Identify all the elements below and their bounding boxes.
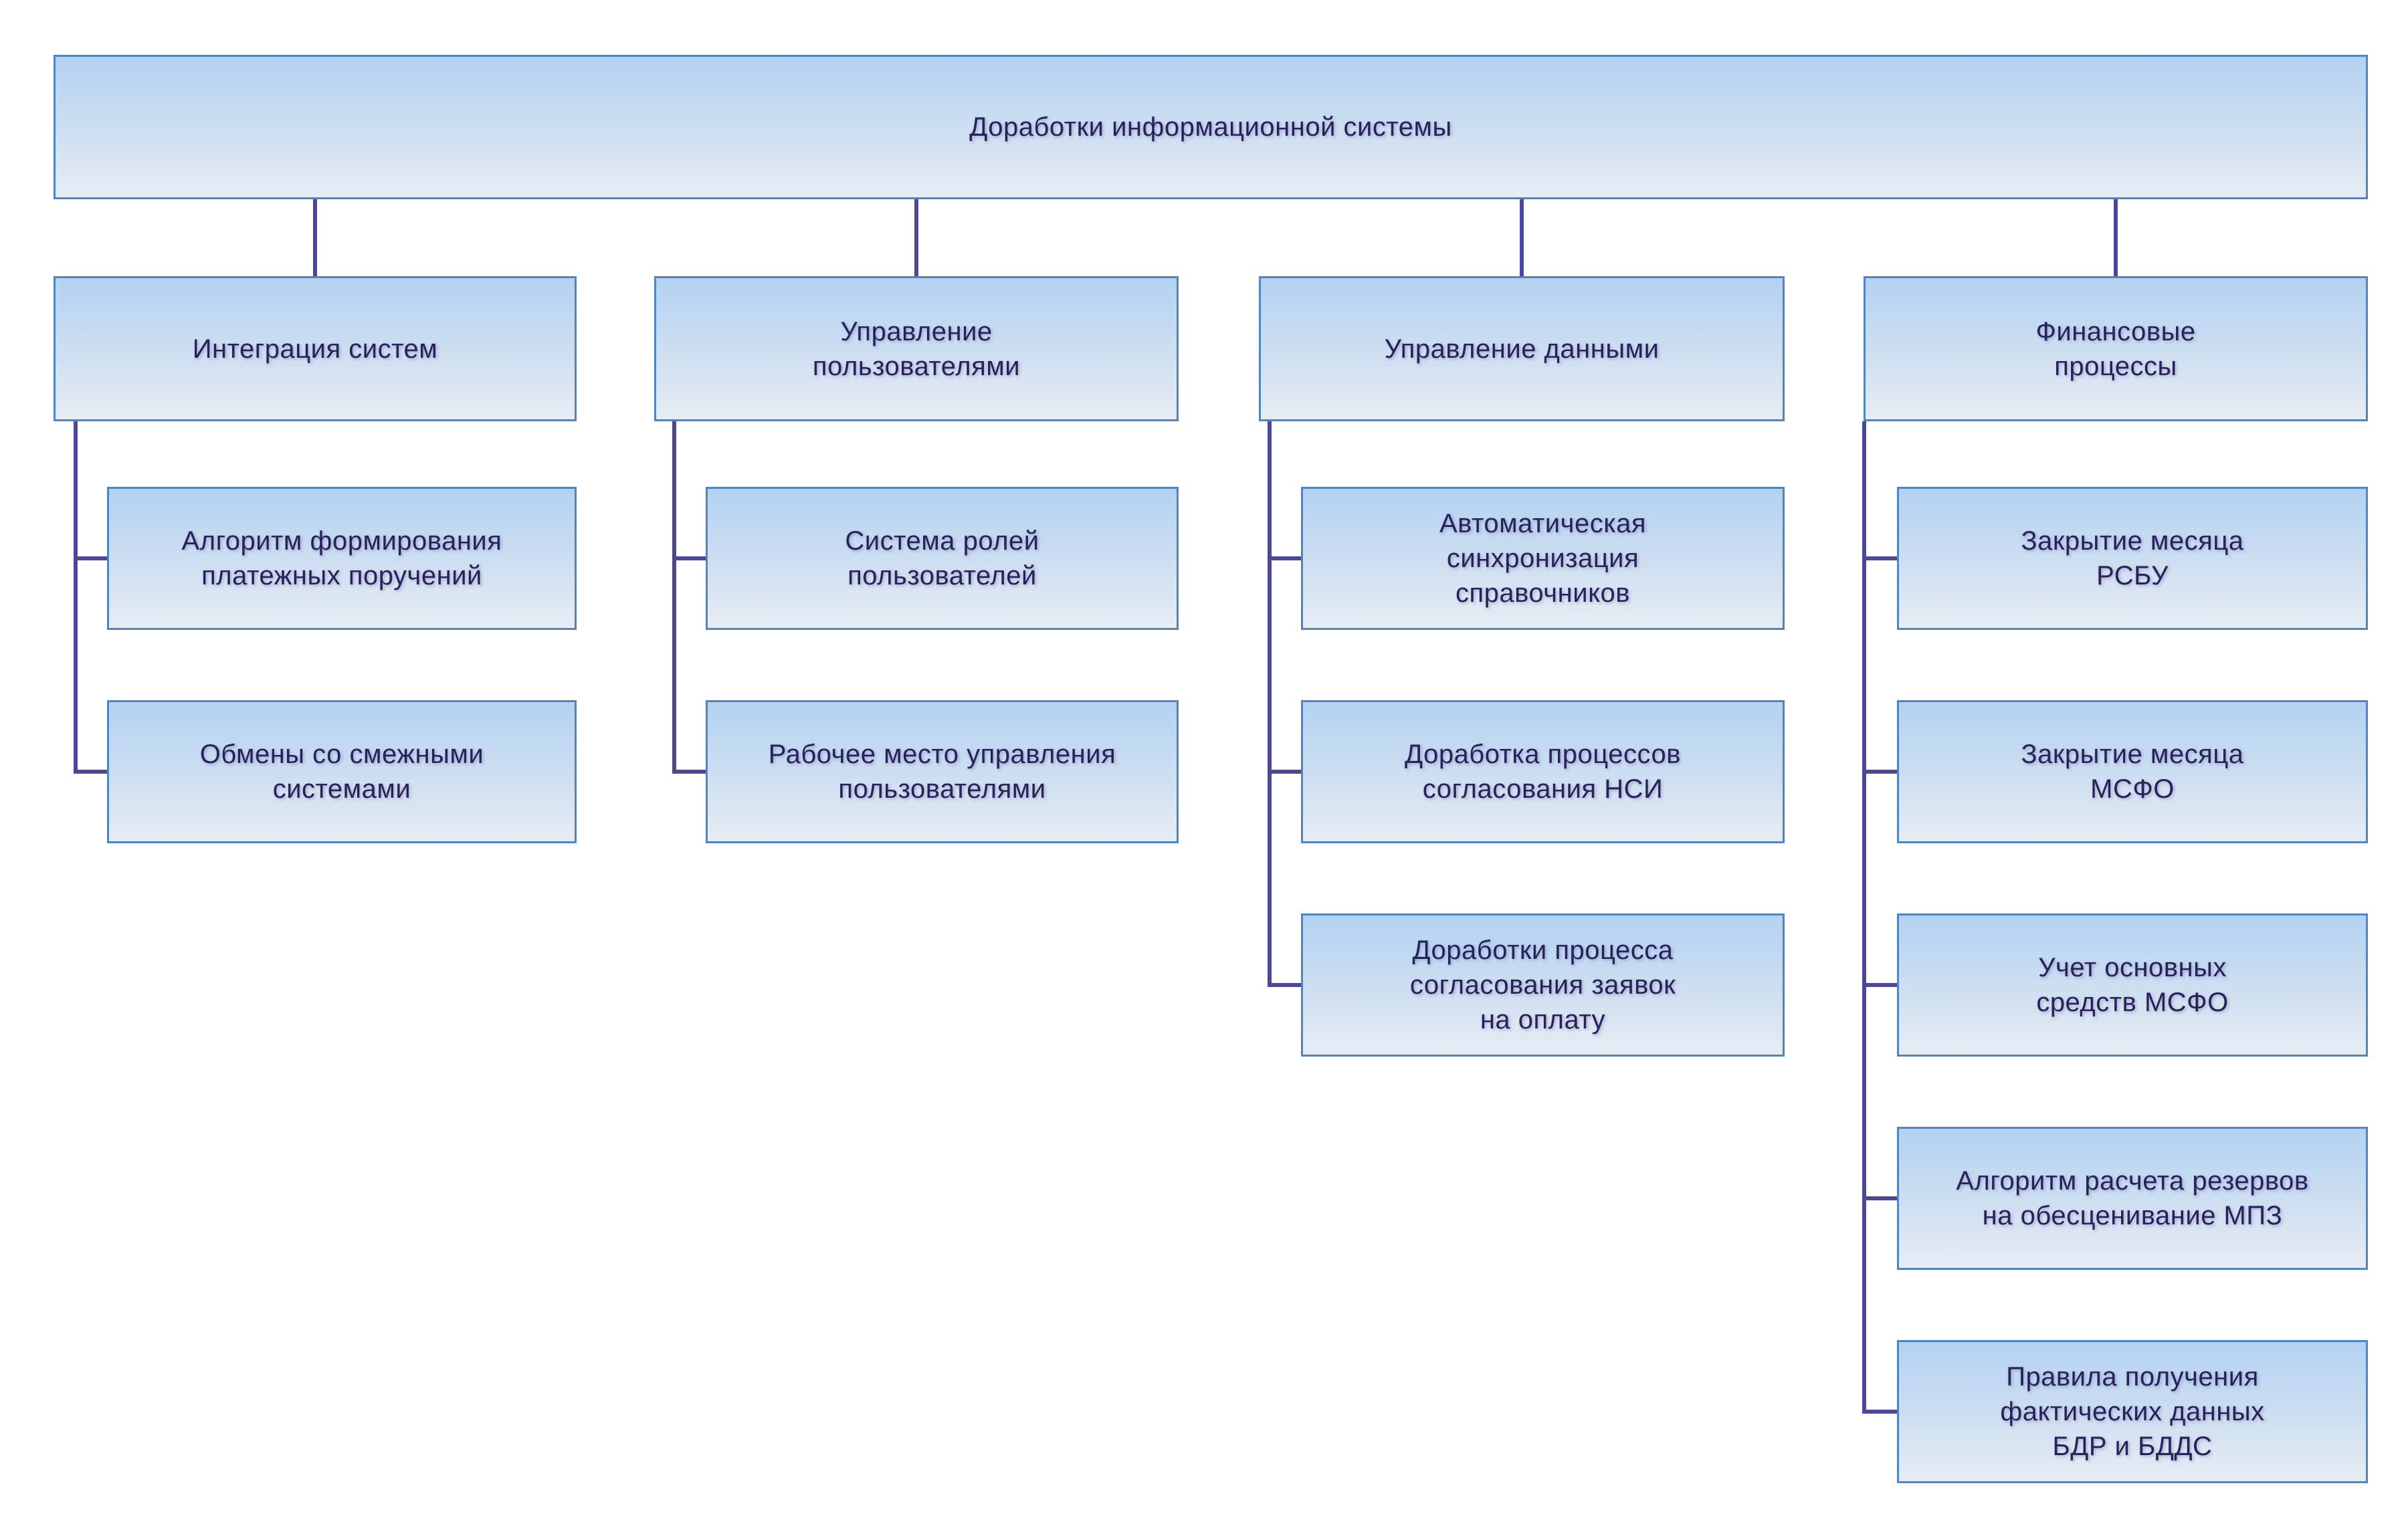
connector-stub-user-management-workstation — [672, 770, 706, 774]
connector-stub-payment-request-approval-rework — [1268, 983, 1301, 987]
connector-stub-fixed-assets-msfo — [1862, 983, 1897, 987]
node-adjacent-systems-exchanges: Обмены со смежными системами — [107, 700, 577, 843]
connector-stub-bdr-bdds-actuals-rules — [1862, 1410, 1897, 1414]
connector-branch-data-management — [1268, 421, 1272, 987]
connector-stub-auto-directory-sync — [1268, 556, 1301, 560]
connector-stub-adjacent-systems-exchanges — [74, 770, 107, 774]
node-user-roles-system: Система ролей пользователей — [706, 487, 1179, 630]
node-fixed-assets-msfo: Учет основных средств МСФО — [1897, 913, 2368, 1057]
connector-root-to-user-management — [914, 199, 918, 276]
connector-stub-user-roles-system — [672, 556, 706, 560]
node-mpz-impairment-reserve-algorithm: Алгоритм расчета резервов на обесцениван… — [1897, 1127, 2368, 1270]
node-user-management: Управление пользователями — [654, 276, 1179, 421]
node-nsi-approval-rework: Доработка процессов согласования НСИ — [1301, 700, 1785, 843]
connector-branch-financial-processes — [1862, 421, 1866, 1414]
node-month-close-msfo: Закрытие месяца МСФО — [1897, 700, 2368, 843]
connector-stub-month-close-rsbu — [1862, 556, 1897, 560]
connector-stub-nsi-approval-rework — [1268, 770, 1301, 774]
node-user-management-workstation: Рабочее место управления пользователями — [706, 700, 1179, 843]
connector-stub-payment-orders-algorithm — [74, 556, 107, 560]
connector-branch-systems-integration — [74, 421, 78, 774]
node-root-information-system-improvements: Доработки информационной системы — [54, 55, 2368, 199]
connector-root-to-data-management — [1520, 199, 1524, 276]
node-payment-request-approval-rework: Доработки процесса согласования заявок н… — [1301, 913, 1785, 1057]
node-systems-integration: Интеграция систем — [54, 276, 577, 421]
connector-branch-user-management — [672, 421, 676, 774]
node-bdr-bdds-actuals-rules: Правила получения фактических данных БДР… — [1897, 1340, 2368, 1483]
connector-root-to-financial-processes — [2114, 199, 2118, 276]
connector-root-to-systems-integration — [313, 199, 317, 276]
node-data-management: Управление данными — [1259, 276, 1785, 421]
node-payment-orders-algorithm: Алгоритм формирования платежных поручени… — [107, 487, 577, 630]
connector-stub-mpz-impairment-reserve-algorithm — [1862, 1196, 1897, 1200]
node-auto-directory-sync: Автоматическая синхронизация справочнико… — [1301, 487, 1785, 630]
node-financial-processes: Финансовые процессы — [1864, 276, 2368, 421]
connector-stub-month-close-msfo — [1862, 770, 1897, 774]
node-month-close-rsbu: Закрытие месяца РСБУ — [1897, 487, 2368, 630]
